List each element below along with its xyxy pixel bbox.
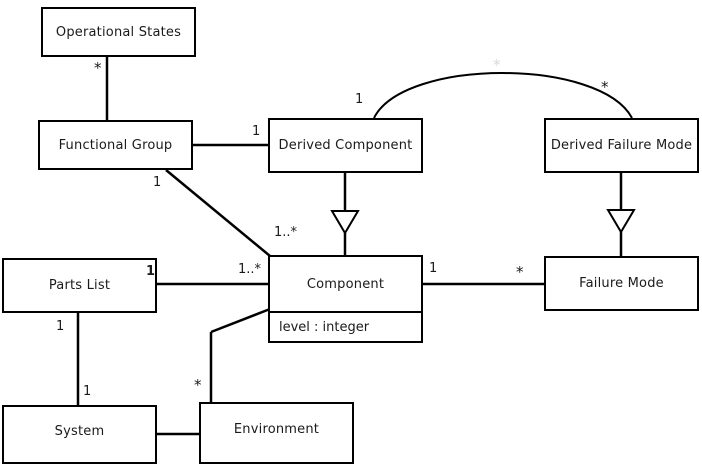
class-box-derived-failure-mode[interactable]: Derived Failure Mode bbox=[544, 118, 699, 173]
multiplicity-system-parts-list: 1 bbox=[83, 384, 92, 399]
multiplicity-functional-group-component: 1 bbox=[153, 175, 162, 190]
class-attribute-component-level: level : integer bbox=[270, 311, 421, 341]
edge-environment-component-diagonal bbox=[210, 307, 271, 334]
class-name-functional-group: Functional Group bbox=[58, 137, 173, 153]
multiplicity-derived-failure-mode-arc: * bbox=[601, 78, 609, 96]
class-box-parts-list[interactable]: Parts List bbox=[2, 258, 157, 313]
class-box-environment[interactable]: Environment bbox=[199, 402, 354, 464]
class-name-environment: Environment bbox=[233, 421, 320, 437]
class-box-derived-component[interactable]: Derived Component bbox=[268, 118, 423, 173]
edge-derived-component-derived-failure-mode-arc bbox=[373, 72, 633, 119]
class-name-derived-component: Derived Component bbox=[278, 138, 413, 153]
class-box-system[interactable]: System bbox=[2, 405, 157, 464]
multiplicity-arc-apex: * bbox=[493, 56, 501, 74]
class-box-functional-group[interactable]: Functional Group bbox=[38, 120, 193, 170]
class-box-operational-states[interactable]: Operational States bbox=[41, 7, 196, 57]
generalization-triangle-component bbox=[330, 210, 360, 235]
class-name-failure-mode: Failure Mode bbox=[579, 276, 664, 291]
multiplicity-parts-list-system: 1 bbox=[56, 319, 65, 334]
multiplicity-environment-component: * bbox=[194, 376, 202, 394]
class-box-component[interactable]: Component level : integer bbox=[268, 255, 423, 343]
multiplicity-derived-component-arc: 1 bbox=[355, 92, 364, 107]
class-name-parts-list: Parts List bbox=[48, 278, 111, 293]
class-name-system: System bbox=[54, 424, 105, 439]
class-name-operational-states: Operational States bbox=[55, 24, 182, 40]
multiplicity-failure-mode-component: * bbox=[516, 263, 524, 281]
class-name-component: Component bbox=[306, 276, 385, 292]
multiplicity-operational-states-functional-group: * bbox=[94, 59, 102, 77]
multiplicity-component-parts-list: 1..* bbox=[238, 262, 262, 277]
multiplicity-functional-group-derived-component: 1 bbox=[252, 124, 261, 139]
multiplicity-component-failure-mode: 1 bbox=[429, 261, 438, 276]
multiplicity-parts-list-component: 1 bbox=[146, 264, 156, 279]
generalization-triangle-failure-mode bbox=[606, 209, 636, 234]
multiplicity-component-functional-group: 1..* bbox=[274, 225, 298, 240]
class-name-derived-failure-mode: Derived Failure Mode bbox=[550, 138, 693, 153]
class-box-failure-mode[interactable]: Failure Mode bbox=[544, 256, 699, 311]
edge-functional-group-component bbox=[165, 169, 271, 257]
